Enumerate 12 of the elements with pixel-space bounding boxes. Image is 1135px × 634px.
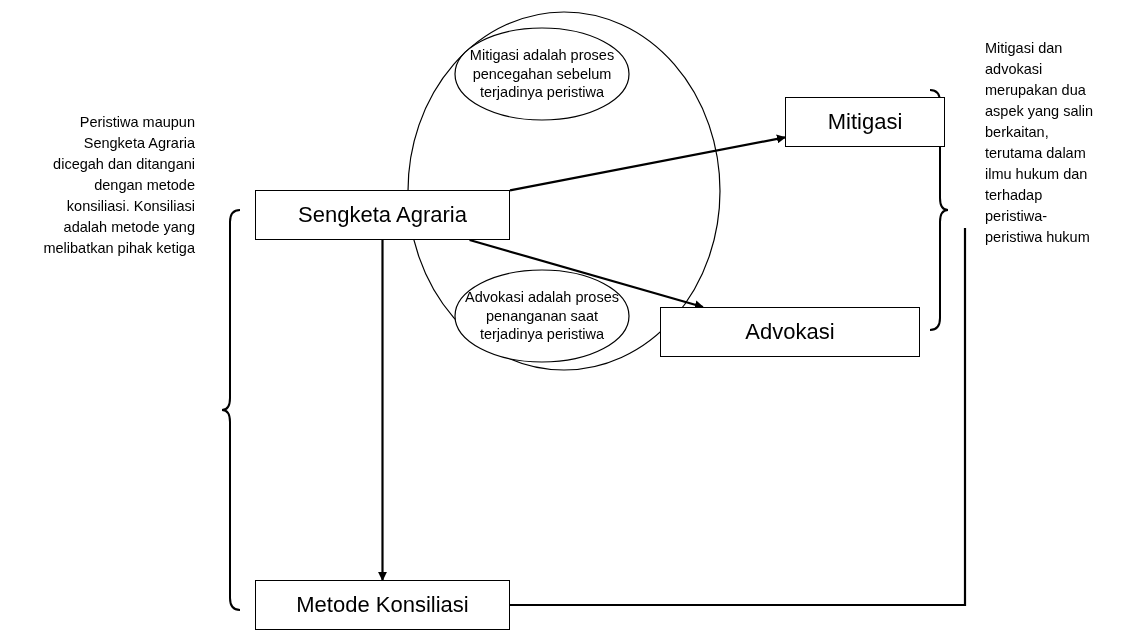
process-box: Metode Konsiliasi bbox=[255, 580, 510, 630]
process-box: Mitigasi bbox=[785, 97, 945, 147]
connector-line bbox=[510, 228, 967, 607]
arrow bbox=[509, 134, 786, 192]
arrow bbox=[469, 238, 704, 310]
definition-ellipse: Advokasi adalah proses penanganan saat terjadinya peristiwa bbox=[455, 270, 629, 362]
note-text: Mitigasi dan advokasi merupakan dua aspek yang salin berkaitan, terutama dalam ilmu hukum dan terhadap peristiwa-peristiwa hukum bbox=[985, 39, 1094, 248]
arrow bbox=[378, 240, 387, 581]
process-box: Sengketa Agraria bbox=[255, 190, 510, 240]
process-box: Advokasi bbox=[660, 307, 920, 357]
definition-ellipse: Mitigasi adalah proses pencegahan sebelum terjadinya peristiwa bbox=[455, 28, 629, 120]
note-text: Peristiwa maupun Sengketa Agraria dicegah dan ditangani dengan metode konsiliasi. Konsiliasi adalah metode yang melibatkan pihak ketiga bbox=[42, 113, 195, 259]
